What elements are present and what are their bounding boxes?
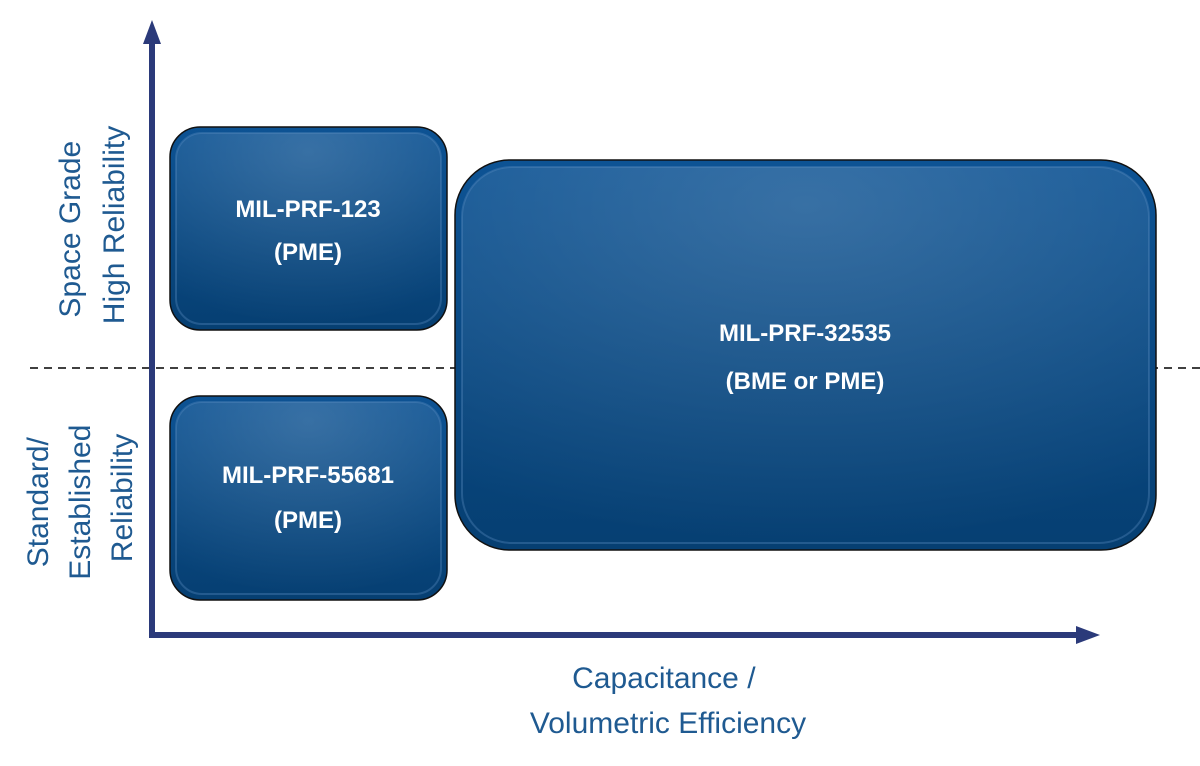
box-mil-prf-123-title: MIL-PRF-123: [235, 196, 380, 223]
y-axis-upper-line-1: Space Grade: [54, 141, 87, 318]
box-mil-prf-55681-subtitle: (PME): [274, 507, 342, 534]
y-axis-lower-line-3: Reliability: [106, 434, 139, 562]
y-axis-arrowhead: [143, 20, 161, 44]
x-axis-arrowhead: [1076, 626, 1100, 644]
y-axis-lower-line-2: Established: [64, 425, 97, 580]
box-mil-prf-55681-title: MIL-PRF-55681: [222, 462, 394, 489]
axes: [143, 20, 1100, 644]
box-mil-prf-123: MIL-PRF-123 (PME): [169, 126, 448, 331]
box-mil-prf-55681: MIL-PRF-55681 (PME): [169, 395, 448, 601]
x-axis-label: Capacitance / Volumetric Efficiency: [530, 662, 806, 740]
box-mil-prf-32535: MIL-PRF-32535 (BME or PME): [454, 159, 1157, 551]
box-mil-prf-32535-title: MIL-PRF-32535: [719, 320, 891, 347]
x-axis-label-line-2: Volumetric Efficiency: [530, 707, 806, 740]
box-mil-prf-32535-subtitle: (BME or PME): [726, 368, 885, 395]
y-axis-upper-label: Space Grade High Reliability: [54, 126, 131, 324]
box-mil-prf-123-subtitle: (PME): [274, 239, 342, 266]
y-axis-lower-line-1: Standard/: [22, 436, 55, 567]
y-axis-lower-label: Standard/ Established Reliability: [22, 416, 139, 579]
y-axis-upper-line-2: High Reliability: [98, 126, 131, 324]
x-axis-label-line-1: Capacitance /: [572, 662, 756, 695]
